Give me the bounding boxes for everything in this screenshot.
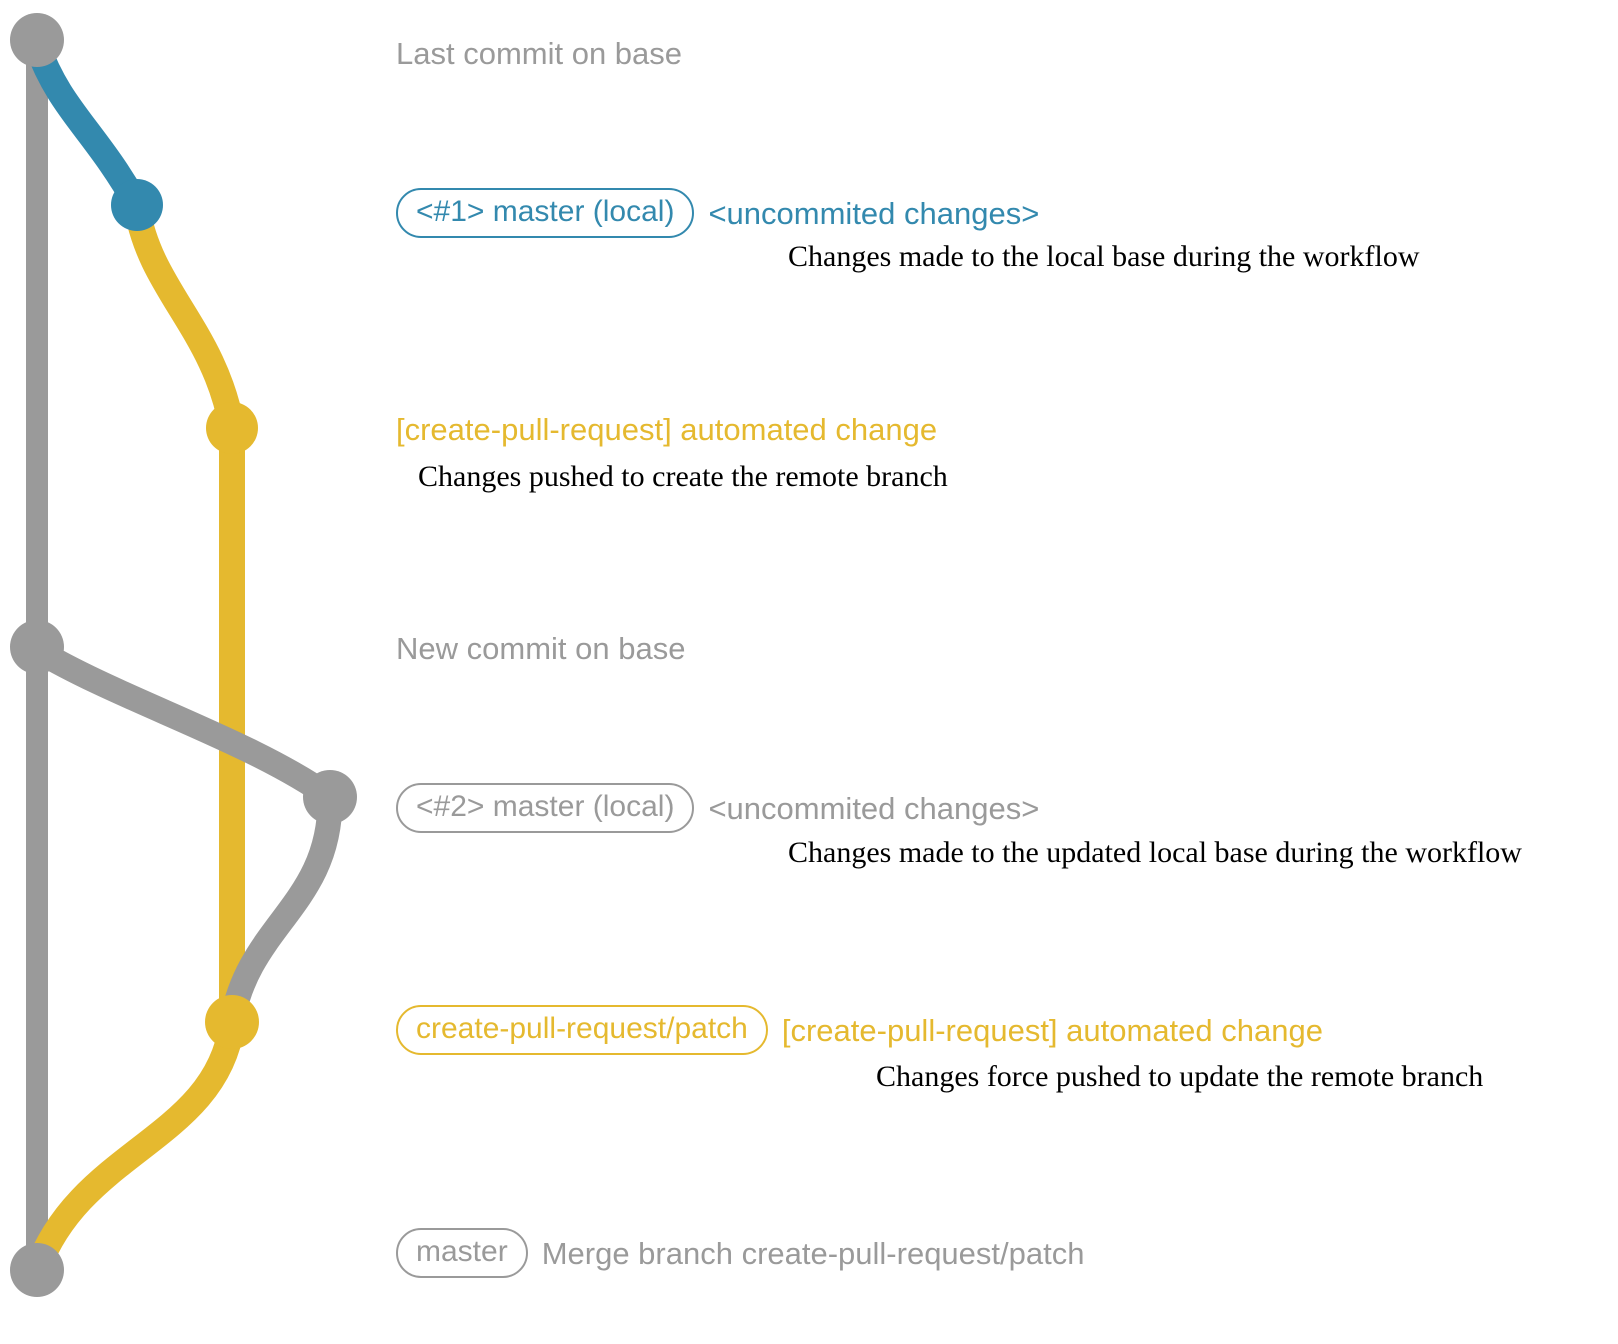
commit-title-new-commit-on-base: New commit on base [396,631,686,666]
row-head: <#2> master (local) <uncommited changes> [396,783,1039,833]
row-head: [create-pull-request] automated change [396,414,937,445]
commit-title-automated-1: [create-pull-request] automated change [396,412,938,447]
row-new-commit-on-base: New commit on base [396,633,685,664]
commit-title-last-commit-on-base: Last commit on base [396,36,683,71]
commit-title-local-1: <uncommited changes> [708,195,1040,231]
row-local-2: <#2> master (local) <uncommited changes> [396,783,1039,833]
commit-title-local-2: <uncommited changes> [708,790,1040,826]
row-head: master Merge branch create-pull-request/… [396,1228,1084,1278]
row-head: create-pull-request/patch [create-pull-r… [396,1005,1323,1055]
badge-local-1[interactable]: <#1> master (local) [396,188,695,238]
row-automated-1: [create-pull-request] automated change [396,414,937,445]
badge-local-2[interactable]: <#2> master (local) [396,783,695,833]
row-head: New commit on base [396,633,685,664]
row-head: Last commit on base [396,38,682,69]
description-automated-2: Changes force pushed to update the remot… [876,1060,1484,1093]
badge-master[interactable]: master [396,1228,528,1278]
description-automated-1: Changes pushed to create the remote bran… [418,460,948,493]
description-local-2: Changes made to the updated local base d… [788,836,1522,869]
commit-title-automated-2: [create-pull-request] automated change [781,1012,1323,1048]
badge-automated-2[interactable]: create-pull-request/patch [396,1005,768,1055]
row-last-commit-on-base: Last commit on base [396,38,682,69]
description-local-1: Changes made to the local base during th… [788,240,1420,273]
row-automated-2: create-pull-request/patch [create-pull-r… [396,1005,1323,1055]
row-local-1: <#1> master (local) <uncommited changes> [396,188,1039,238]
row-merge-master: master Merge branch create-pull-request/… [396,1228,1084,1278]
row-head: <#1> master (local) <uncommited changes> [396,188,1039,238]
commit-title-merge: Merge branch create-pull-request/patch [541,1235,1085,1271]
